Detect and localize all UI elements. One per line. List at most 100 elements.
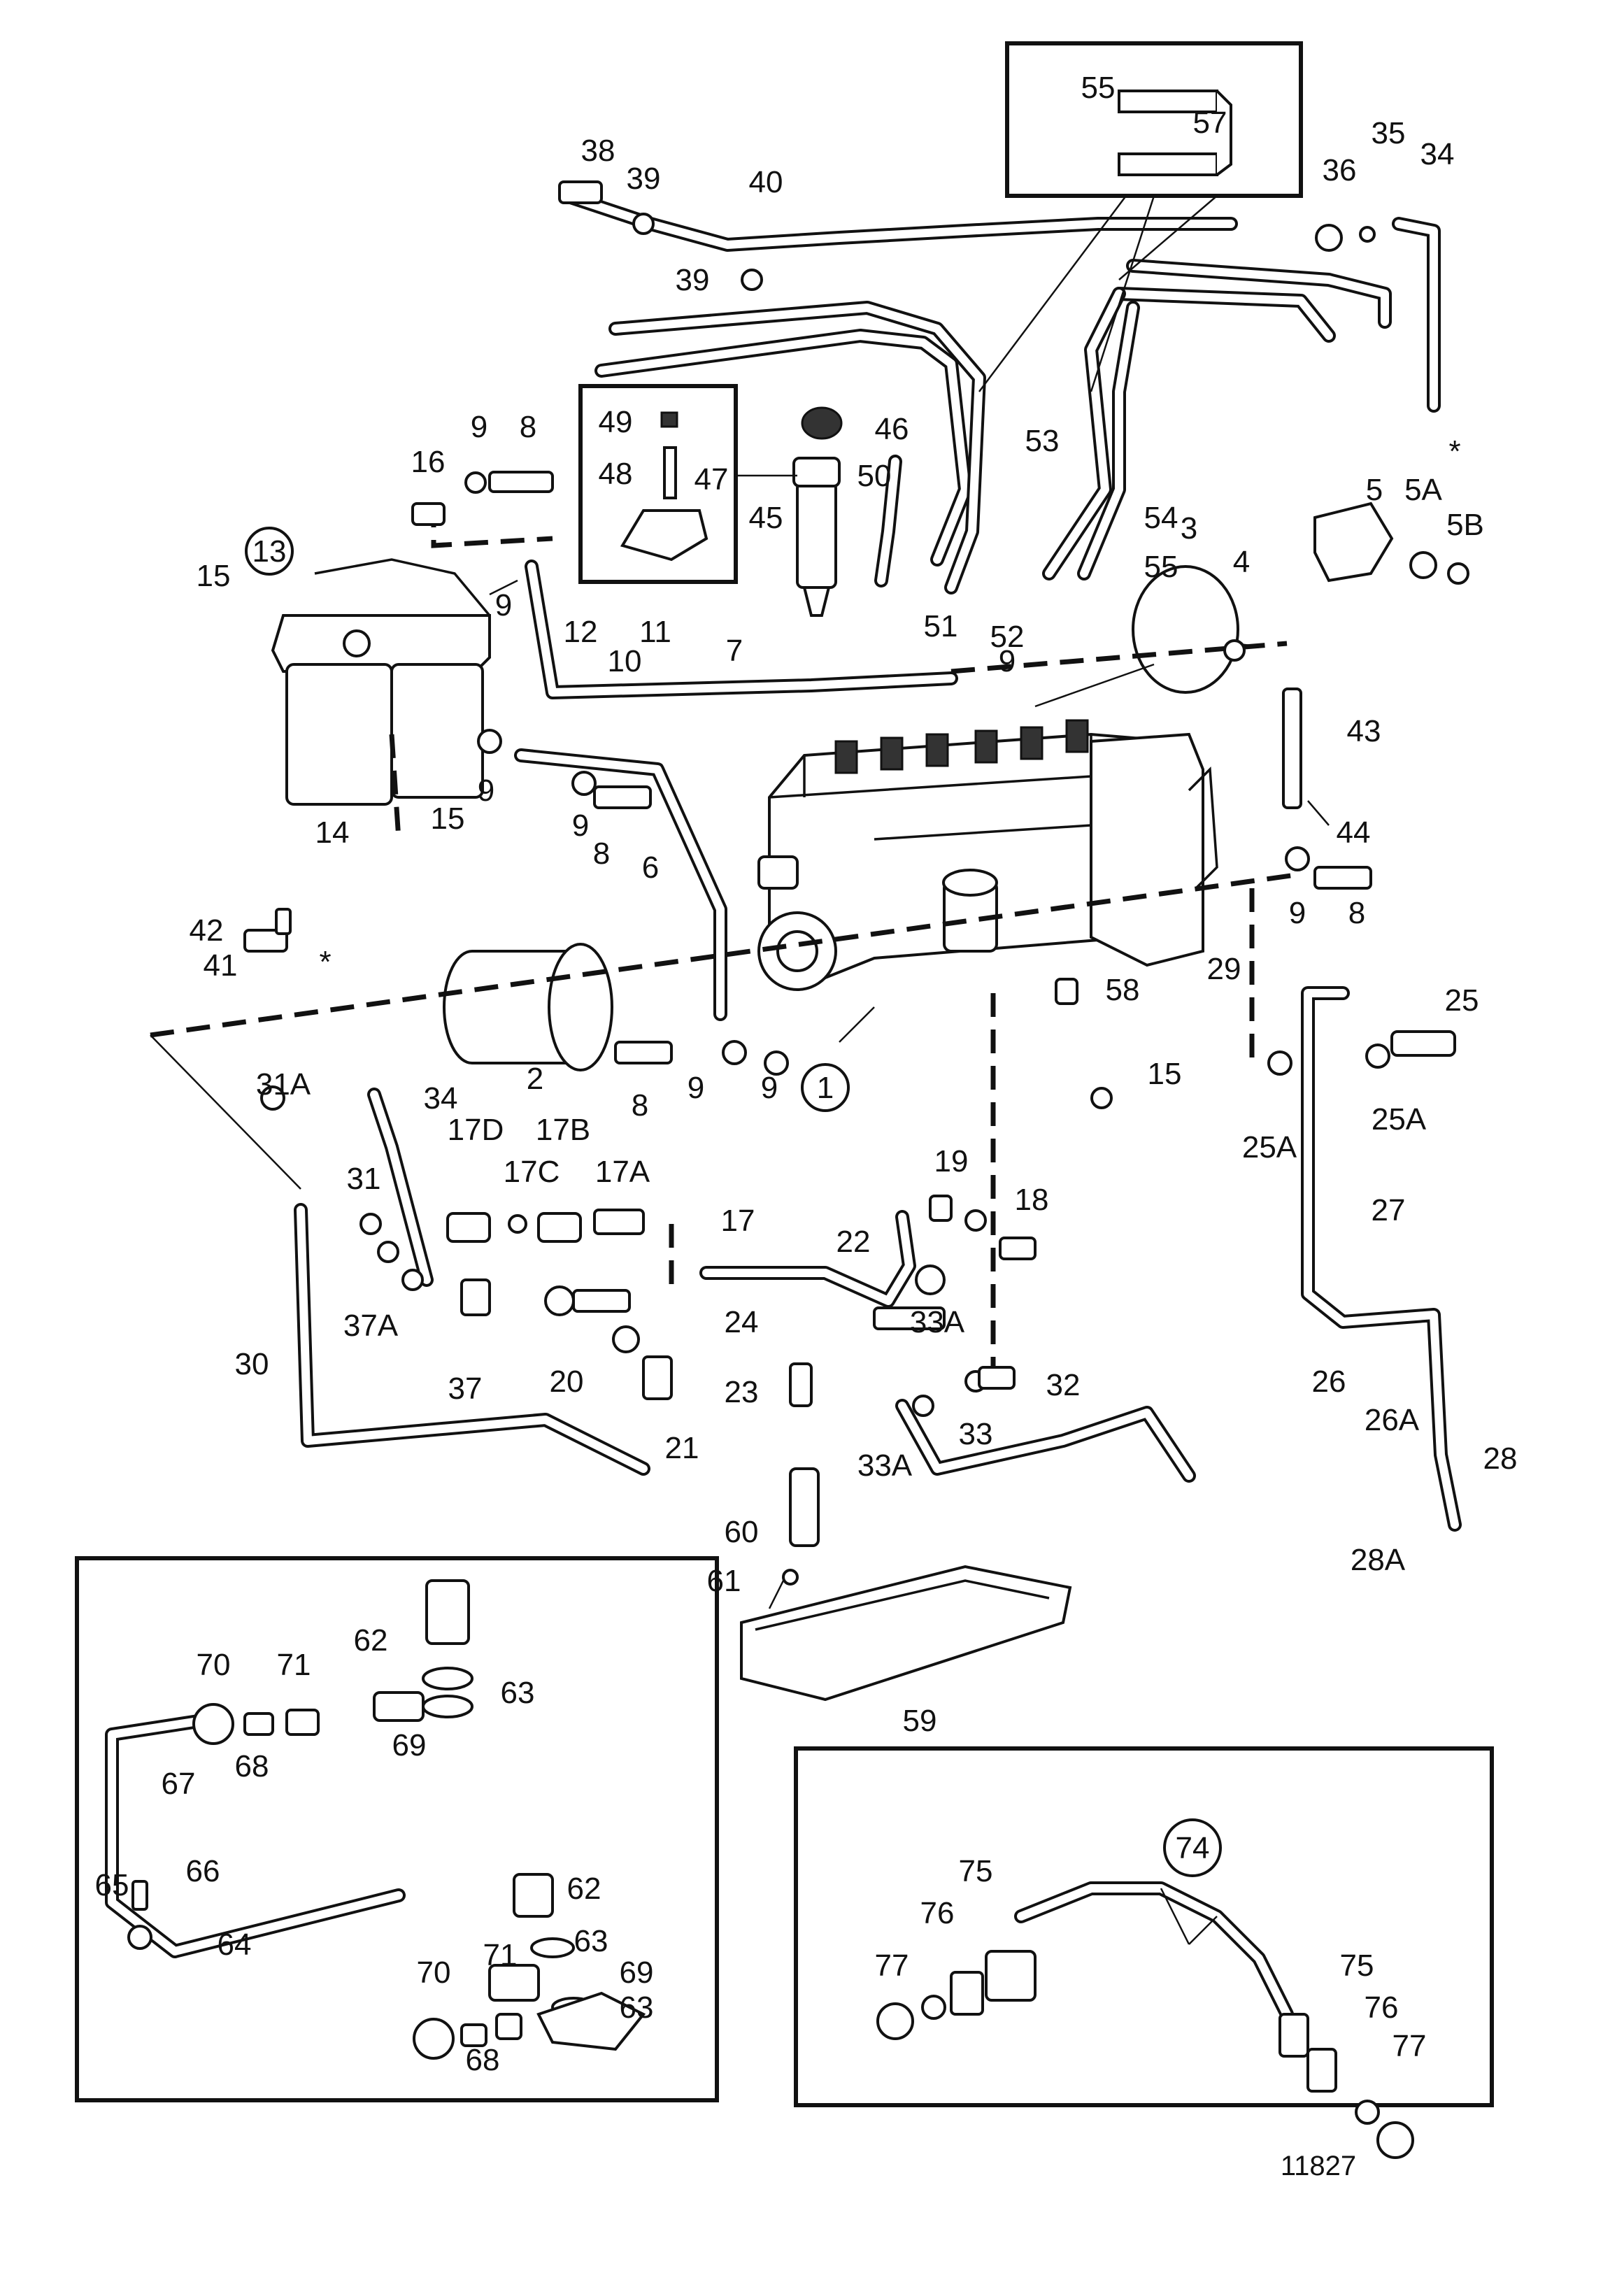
callout-star-a: *: [1448, 434, 1460, 469]
callout-46: 46: [875, 412, 909, 446]
injection-lines-right: [1042, 259, 1392, 580]
callout-15c: 15: [1148, 1057, 1182, 1091]
callout-28: 28: [1483, 1441, 1518, 1476]
callout-71a: 71: [277, 1648, 311, 1682]
flex-hose-74: [1014, 1881, 1294, 2021]
callout-5A: 5A: [1404, 473, 1442, 507]
callout-33A-b: 33A: [857, 1448, 913, 1483]
callout-66: 66: [186, 1854, 220, 1888]
bracket-5: [1313, 501, 1394, 583]
fuel-pipe-27: [1301, 986, 1462, 1532]
callout-65: 65: [95, 1868, 129, 1902]
callout-25: 25: [1445, 983, 1479, 1018]
callout-33: 33: [959, 1417, 993, 1451]
callout-4: 4: [1233, 545, 1250, 579]
callout-75b: 75: [1340, 1949, 1374, 1983]
callout-9h: 9: [761, 1071, 778, 1105]
callout-34a: 34: [1420, 137, 1455, 171]
callout-38: 38: [581, 134, 615, 168]
callout-63c: 63: [620, 1990, 654, 2025]
callout-61: 61: [707, 1564, 741, 1598]
callout-9g: 9: [688, 1071, 704, 1105]
callout-2: 2: [527, 1062, 543, 1096]
callout-25A-a: 25A: [1242, 1130, 1297, 1164]
callout-34b: 34: [424, 1081, 458, 1116]
inset-bracket-box: [1005, 41, 1303, 198]
callout-63b: 63: [574, 1924, 608, 1958]
callout-41: 41: [204, 948, 238, 983]
callout-39a: 39: [627, 162, 661, 196]
callout-50: 50: [857, 459, 892, 493]
callout-5B: 5B: [1446, 508, 1484, 542]
callout-49: 49: [599, 405, 633, 439]
fuel-pipe-30: [294, 1203, 650, 1476]
callout-20: 20: [550, 1365, 584, 1399]
assembly-dashed-lines: [150, 504, 1302, 1392]
callout-19: 19: [934, 1144, 969, 1178]
callout-17A: 17A: [595, 1155, 650, 1189]
callout-17B: 17B: [536, 1113, 590, 1147]
callout-25A-b: 25A: [1372, 1102, 1427, 1137]
callout-59: 59: [903, 1704, 937, 1738]
callout-5: 5: [1366, 473, 1383, 507]
fuel-pipe-17: [699, 1210, 916, 1308]
callout-9d: 9: [478, 774, 494, 808]
callout-76b: 76: [1365, 1990, 1399, 2025]
callout-11: 11: [639, 615, 671, 649]
callout-52: 52: [990, 620, 1025, 654]
delivery-valve-holders: [834, 719, 1089, 774]
callout-33A-a: 33A: [910, 1305, 965, 1339]
callout-51: 51: [924, 609, 958, 643]
callout-60: 60: [725, 1515, 759, 1549]
callout-15b: 15: [431, 802, 465, 836]
fuel-injector: [792, 457, 841, 617]
callout-70b: 70: [417, 1955, 451, 1990]
callout-1: 1: [817, 1071, 834, 1105]
callout-21: 21: [665, 1431, 699, 1465]
callout-7: 7: [726, 634, 743, 668]
callout-28A: 28A: [1351, 1543, 1406, 1577]
callout-55a: 55: [1081, 71, 1116, 105]
callout-17D: 17D: [448, 1113, 504, 1147]
callout-labels: 1 2 3 4 5 5A 5B 6 7 8 8 8 8 9 9 9 9 9 9 …: [95, 71, 1518, 2077]
inset-injector-detail-box: [578, 384, 738, 584]
callout-69a: 69: [392, 1728, 427, 1762]
callout-star-b: *: [319, 945, 331, 979]
fuel-pipe-6: [514, 748, 727, 1021]
callout-31: 31: [347, 1162, 381, 1196]
callout-77b: 77: [1392, 2029, 1427, 2063]
callout-10: 10: [608, 644, 642, 678]
callout-29: 29: [1207, 952, 1241, 986]
callout-44: 44: [1337, 815, 1371, 850]
callout-45: 45: [749, 501, 783, 535]
callout-9f: 9: [1289, 896, 1306, 930]
inset-flex-hose-box: [794, 1746, 1494, 2107]
callout-15a: 15: [197, 559, 231, 593]
governor-housing: [1090, 732, 1218, 967]
callout-77a: 77: [875, 1949, 909, 1983]
callout-12: 12: [564, 615, 598, 649]
callout-13: 13: [252, 534, 287, 569]
callout-37A: 37A: [343, 1309, 399, 1343]
callout-75a: 75: [959, 1854, 993, 1888]
callout-68a: 68: [235, 1749, 269, 1783]
callout-9c: 9: [999, 644, 1016, 678]
callout-31A: 31A: [256, 1067, 311, 1102]
callout-17C: 17C: [504, 1155, 560, 1189]
callout-18: 18: [1015, 1183, 1049, 1217]
callout-42: 42: [190, 913, 224, 948]
callout-55b: 55: [1144, 550, 1178, 584]
callout-40: 40: [749, 165, 783, 199]
fuel-pipe-32: [895, 1399, 1196, 1483]
fuel-filter-assembly: [271, 558, 491, 806]
callout-54: 54: [1144, 501, 1178, 535]
injection-lines-left: [594, 301, 986, 594]
fuel-pipe-7: [525, 560, 958, 699]
callout-26: 26: [1312, 1365, 1346, 1399]
callout-32: 32: [1046, 1368, 1081, 1402]
callout-53: 53: [1025, 424, 1060, 458]
callout-3: 3: [1181, 511, 1197, 546]
callout-76a: 76: [920, 1896, 955, 1930]
fuel-pipe-67: [105, 1714, 406, 1958]
